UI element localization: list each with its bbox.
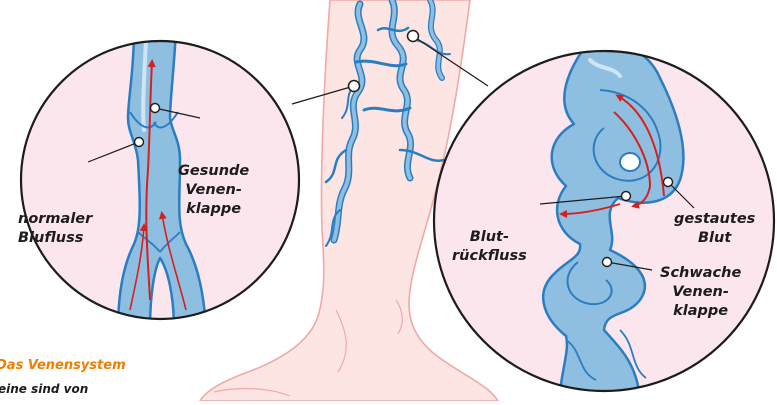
label-healthy-valve: Gesunde Venen- klappe	[178, 162, 249, 219]
marker-pooled	[664, 178, 673, 187]
healthy-vein-circle	[21, 30, 299, 330]
label-weak-valve: Schwache Venen- klappe	[660, 264, 741, 321]
leg-marker-varicose	[408, 31, 419, 42]
label-normal-flow: normaler Blufluss	[18, 210, 92, 248]
caption-title: Das Venensystem	[0, 358, 126, 373]
label-pooled-blood: gestautes Blut	[674, 210, 755, 248]
label-backflow: Blut- rückfluss	[452, 228, 527, 266]
caption-text: eine sind von	[0, 382, 88, 396]
marker-backflow	[622, 192, 631, 201]
marker-weak-valve	[603, 258, 612, 267]
vein-lumen	[620, 153, 640, 171]
marker-normal-flow	[135, 138, 144, 147]
marker-healthy-valve	[151, 104, 160, 113]
leg-marker-healthy	[349, 81, 360, 92]
